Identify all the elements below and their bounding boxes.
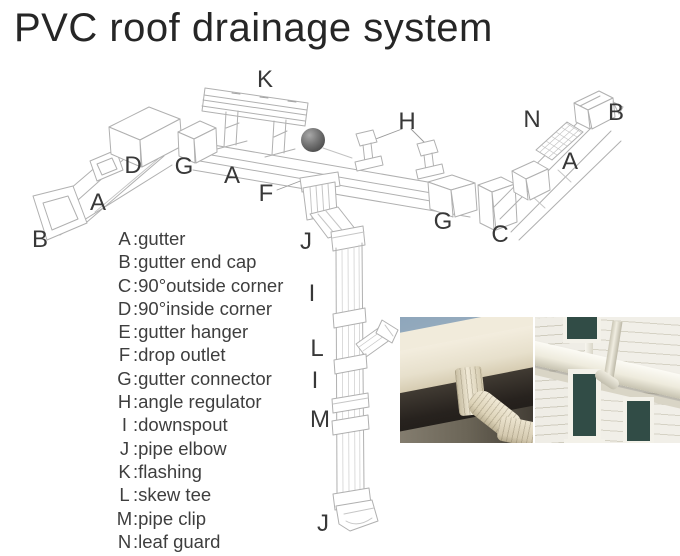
page-title: PVC roof drainage system [14, 6, 493, 50]
photo2-window-sill [564, 439, 605, 443]
legend-label: pipe clip [138, 507, 207, 529]
legend-colon: : [133, 297, 139, 319]
legend-colon: : [133, 367, 139, 389]
diagram-label-b-9: B [607, 99, 625, 126]
legend-key: M [116, 507, 133, 529]
diagram-label-i-16: I [311, 367, 319, 394]
legend-label: gutter connector [138, 367, 272, 389]
legend-colon: : [133, 530, 139, 552]
legend-item-g: G:gutter connector [116, 367, 283, 390]
legend-key: F [118, 344, 131, 366]
legend-key: G [117, 367, 132, 389]
diagram-label-g-2: G [174, 153, 194, 180]
diagram-label-h-7: H [398, 108, 416, 135]
legend-label: 90°inside corner [138, 297, 273, 319]
legend-item-c: C:90°outside corner [116, 274, 284, 297]
legend-item-d: D:90°inside corner [116, 297, 283, 320]
photo2-window-top [563, 317, 601, 343]
legend-key: K [118, 460, 131, 482]
legend-key: D [117, 297, 132, 319]
legend-label: angle regulator [138, 391, 262, 413]
legend-colon: : [133, 321, 139, 343]
legend-key: N [117, 530, 132, 552]
photo-gutter-downspout-closeup [400, 317, 533, 443]
photo2-window-bottom [623, 397, 654, 443]
legend-item-i: I:downspout [116, 413, 283, 436]
legend-colon: : [133, 228, 139, 249]
legend-label: flashing [138, 460, 202, 482]
diagram-label-c-12: C [491, 221, 509, 248]
legend-label: drop outlet [138, 344, 226, 366]
legend-item-a: A:gutter [116, 227, 283, 250]
legend-item-n: N:leaf guard [116, 530, 283, 553]
legend-item-h: H:angle regulator [116, 390, 283, 413]
diagram-label-g-11: G [433, 208, 453, 235]
legend-key: I [121, 414, 128, 436]
legend-key: J [119, 437, 130, 459]
diagram-label-f-4: F [258, 180, 274, 207]
diagram-label-l-15: L [310, 335, 324, 362]
legend-colon: : [133, 391, 139, 413]
legend-colon: : [133, 344, 139, 366]
legend-colon: : [133, 437, 139, 459]
legend-item-l: L:skew tee [116, 483, 283, 506]
legend-label: pipe elbow [138, 437, 227, 459]
diagram-label-n-8: N [523, 106, 541, 133]
legend-colon: : [133, 484, 139, 506]
legend-key: H [117, 391, 132, 413]
legend-key: A [118, 228, 131, 249]
legend-label: gutter [138, 228, 186, 249]
legend-colon: : [133, 274, 139, 296]
legend-label: downspout [138, 414, 228, 436]
diagram-label-i-14: I [308, 280, 316, 307]
legend-label: gutter end cap [138, 251, 257, 273]
photo-house-corner-with-downspout [535, 317, 680, 443]
legend-item-j: J:pipe elbow [116, 437, 283, 460]
legend-item-k: K:flashing [116, 460, 283, 483]
diagram-label-j-18: J [317, 510, 329, 537]
diagram-label-a-3: A [223, 162, 241, 189]
diagram-label-k-0: K [256, 66, 274, 93]
legend-item-b: B:gutter end cap [116, 250, 283, 273]
legend-label: gutter hanger [138, 321, 249, 343]
diagram-label-b-6: B [31, 226, 49, 253]
legend-item-f: F:drop outlet [116, 343, 283, 366]
photo2-window-middle [568, 369, 601, 441]
diagram-label-a-5: A [89, 189, 107, 216]
diagram-label-j-13: J [300, 228, 312, 255]
diagram-label-a-10: A [561, 148, 579, 175]
legend-item-m: M:pipe clip [116, 507, 283, 530]
legend-colon: : [133, 251, 139, 273]
legend-key: E [118, 321, 131, 343]
legend-key: C [117, 274, 132, 296]
legend-label: leaf guard [138, 530, 221, 552]
diagram-label-d-1: D [124, 152, 142, 179]
legend-label: 90°outside corner [138, 274, 284, 296]
legend-item-e: E:gutter hanger [116, 320, 283, 343]
legend-colon: : [133, 414, 139, 436]
legend-colon: : [133, 507, 139, 529]
legend-key: L [119, 484, 130, 506]
diagram-label-m-17: M [310, 406, 330, 433]
legend-colon: : [133, 460, 139, 482]
legend-label: skew tee [138, 484, 212, 506]
legend-key: B [118, 251, 131, 273]
